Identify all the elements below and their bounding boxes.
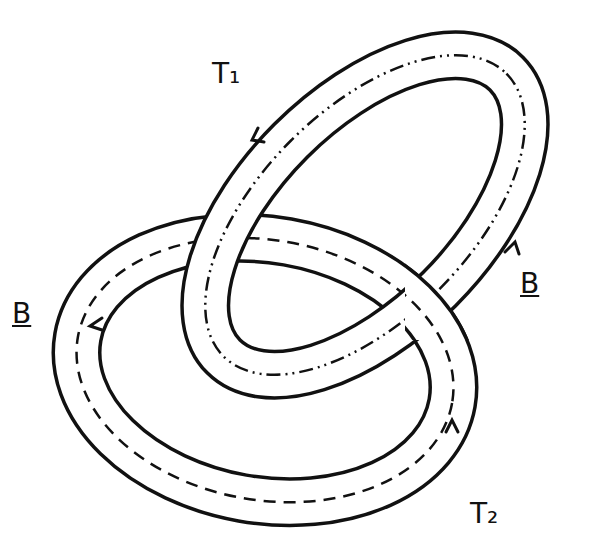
region-label: B <box>12 300 31 328</box>
region-label: B <box>520 270 539 298</box>
band-label: T₂ <box>470 500 498 528</box>
band-t2-over <box>405 209 475 340</box>
band-t1 <box>149 0 580 431</box>
direction-arrows <box>90 128 519 432</box>
band-label: T₁ <box>212 60 240 88</box>
